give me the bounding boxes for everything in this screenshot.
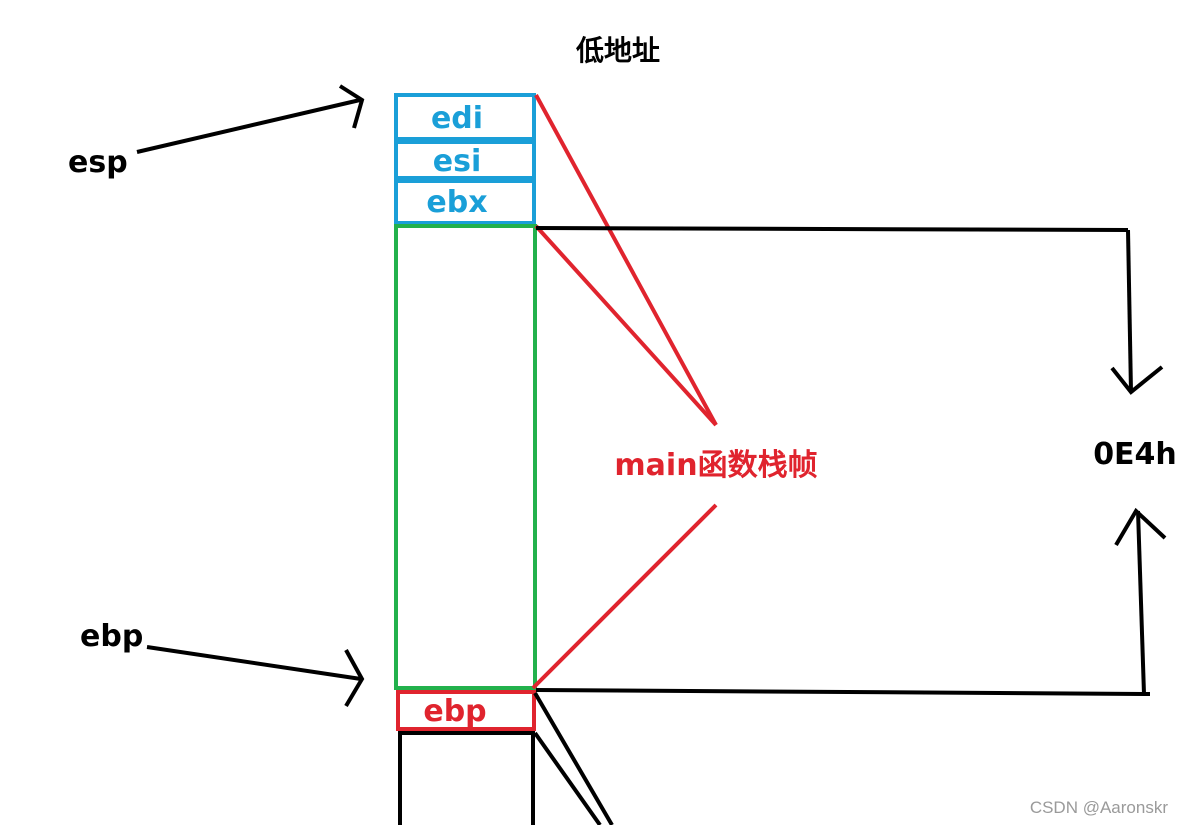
stack-cell-saved-ebp-label: ebp — [423, 694, 486, 729]
stack-cell-esi — [394, 140, 536, 180]
callout-line-bottom — [531, 503, 718, 690]
stack-cell-edi — [394, 93, 536, 141]
frame-size-label: 0E4h — [1093, 437, 1177, 472]
stack-cell-esi-label: esi — [433, 144, 482, 179]
below-diagonal-2 — [533, 691, 614, 825]
watermark: CSDN @Aaronskr — [1030, 798, 1169, 817]
size-bottom-line — [535, 688, 1151, 696]
stack-cell-below — [398, 731, 535, 825]
size-top-line — [535, 226, 1129, 232]
size-up-arrow-head — [1114, 507, 1167, 547]
stack-cell-edi-label: edi — [431, 101, 483, 136]
stack-cell-ebx — [394, 179, 536, 225]
callout-line-mid — [534, 224, 718, 427]
below-diagonal-1 — [533, 731, 602, 825]
ebp-arrow-head — [344, 649, 365, 708]
title-low-address: 低地址 — [575, 34, 660, 67]
ebp-arrow-shaft — [146, 645, 362, 681]
stack-cell-ebx-label: ebx — [426, 185, 487, 220]
main-frame-body — [394, 224, 537, 690]
size-down-arrow-head — [1110, 365, 1164, 395]
size-top-vertical — [1126, 229, 1133, 393]
esp-label: esp — [68, 145, 128, 180]
esp-arrow-head — [338, 84, 365, 129]
callout-line-top — [534, 94, 718, 426]
stack-cell-saved-ebp — [396, 690, 536, 731]
esp-arrow-shaft — [136, 98, 361, 154]
ebp-label: ebp — [80, 619, 143, 654]
main-frame-label: main函数栈帧 — [614, 448, 817, 483]
size-bottom-vertical — [1136, 510, 1146, 695]
